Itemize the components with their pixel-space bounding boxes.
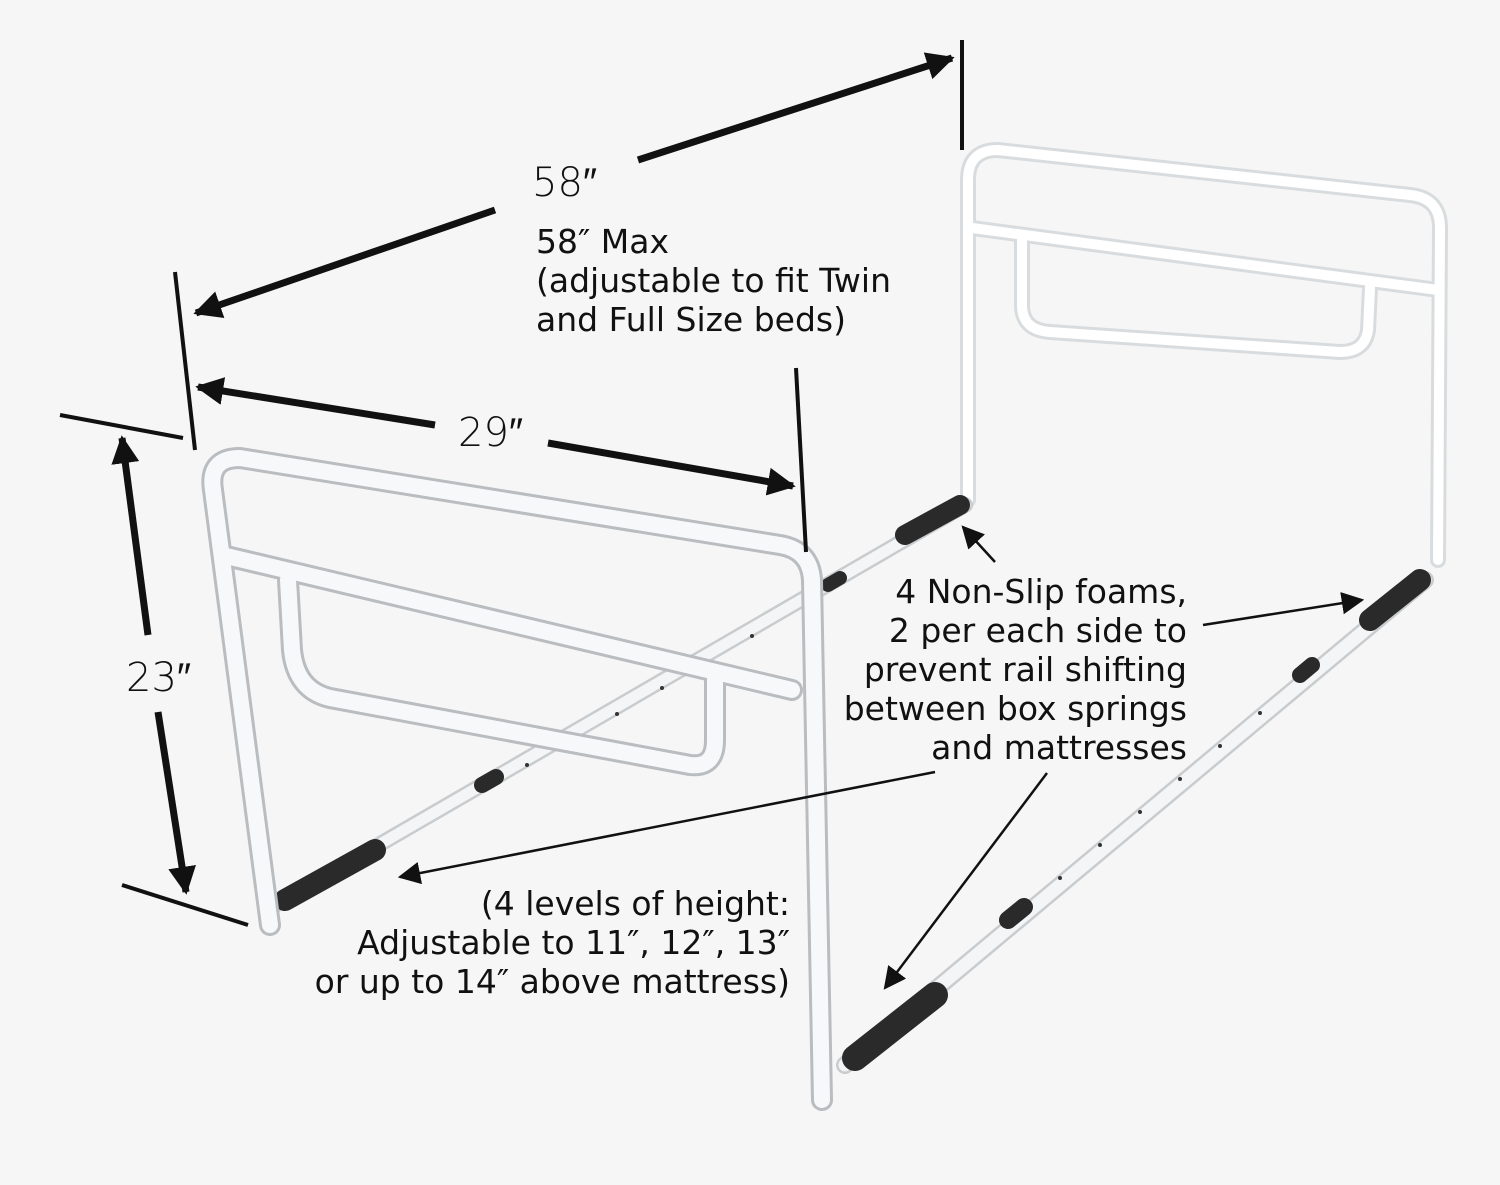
foams-line: 2 per each side to <box>888 611 1187 650</box>
foam-grip-back-right <box>1359 569 1431 631</box>
foams-line: prevent rail shifting <box>863 650 1187 689</box>
max-width-callout: 58″ Max (adjustable to fit Twin and Full… <box>536 222 891 339</box>
total-width-label: 58″ <box>532 160 598 206</box>
max-width-line: 58″ Max <box>536 222 670 261</box>
max-width-line: (adjustable to fit Twin <box>536 261 891 300</box>
back-rail <box>960 142 1448 568</box>
foams-callout: 4 Non-Slip foams, 2 per each side to pre… <box>844 572 1187 767</box>
dimension-lines <box>59 40 964 927</box>
callout-arrows <box>397 525 1365 990</box>
height-levels-line: Adjustable to 11″, 12″, 13″ <box>357 923 790 962</box>
rail-width-label: 29″ <box>458 410 524 456</box>
height-label: 23″ <box>126 655 192 701</box>
foams-line: 4 Non-Slip foams, <box>895 572 1187 611</box>
foams-line: and mattresses <box>931 728 1187 767</box>
height-levels-line: (4 levels of height: <box>480 884 790 923</box>
foams-line: between box springs <box>843 689 1187 728</box>
max-width-line: and Full Size beds) <box>536 300 846 339</box>
front-rail <box>201 447 833 1111</box>
foam-grip-front-left <box>274 839 386 911</box>
base-bars <box>267 495 1434 1074</box>
foam-grip-front-right <box>842 982 948 1071</box>
height-levels-callout: (4 levels of height: Adjustable to 11″, … <box>315 884 790 1001</box>
height-levels-line: or up to 14″ above mattress) <box>314 962 790 1001</box>
foam-grip-back-left <box>895 495 970 545</box>
